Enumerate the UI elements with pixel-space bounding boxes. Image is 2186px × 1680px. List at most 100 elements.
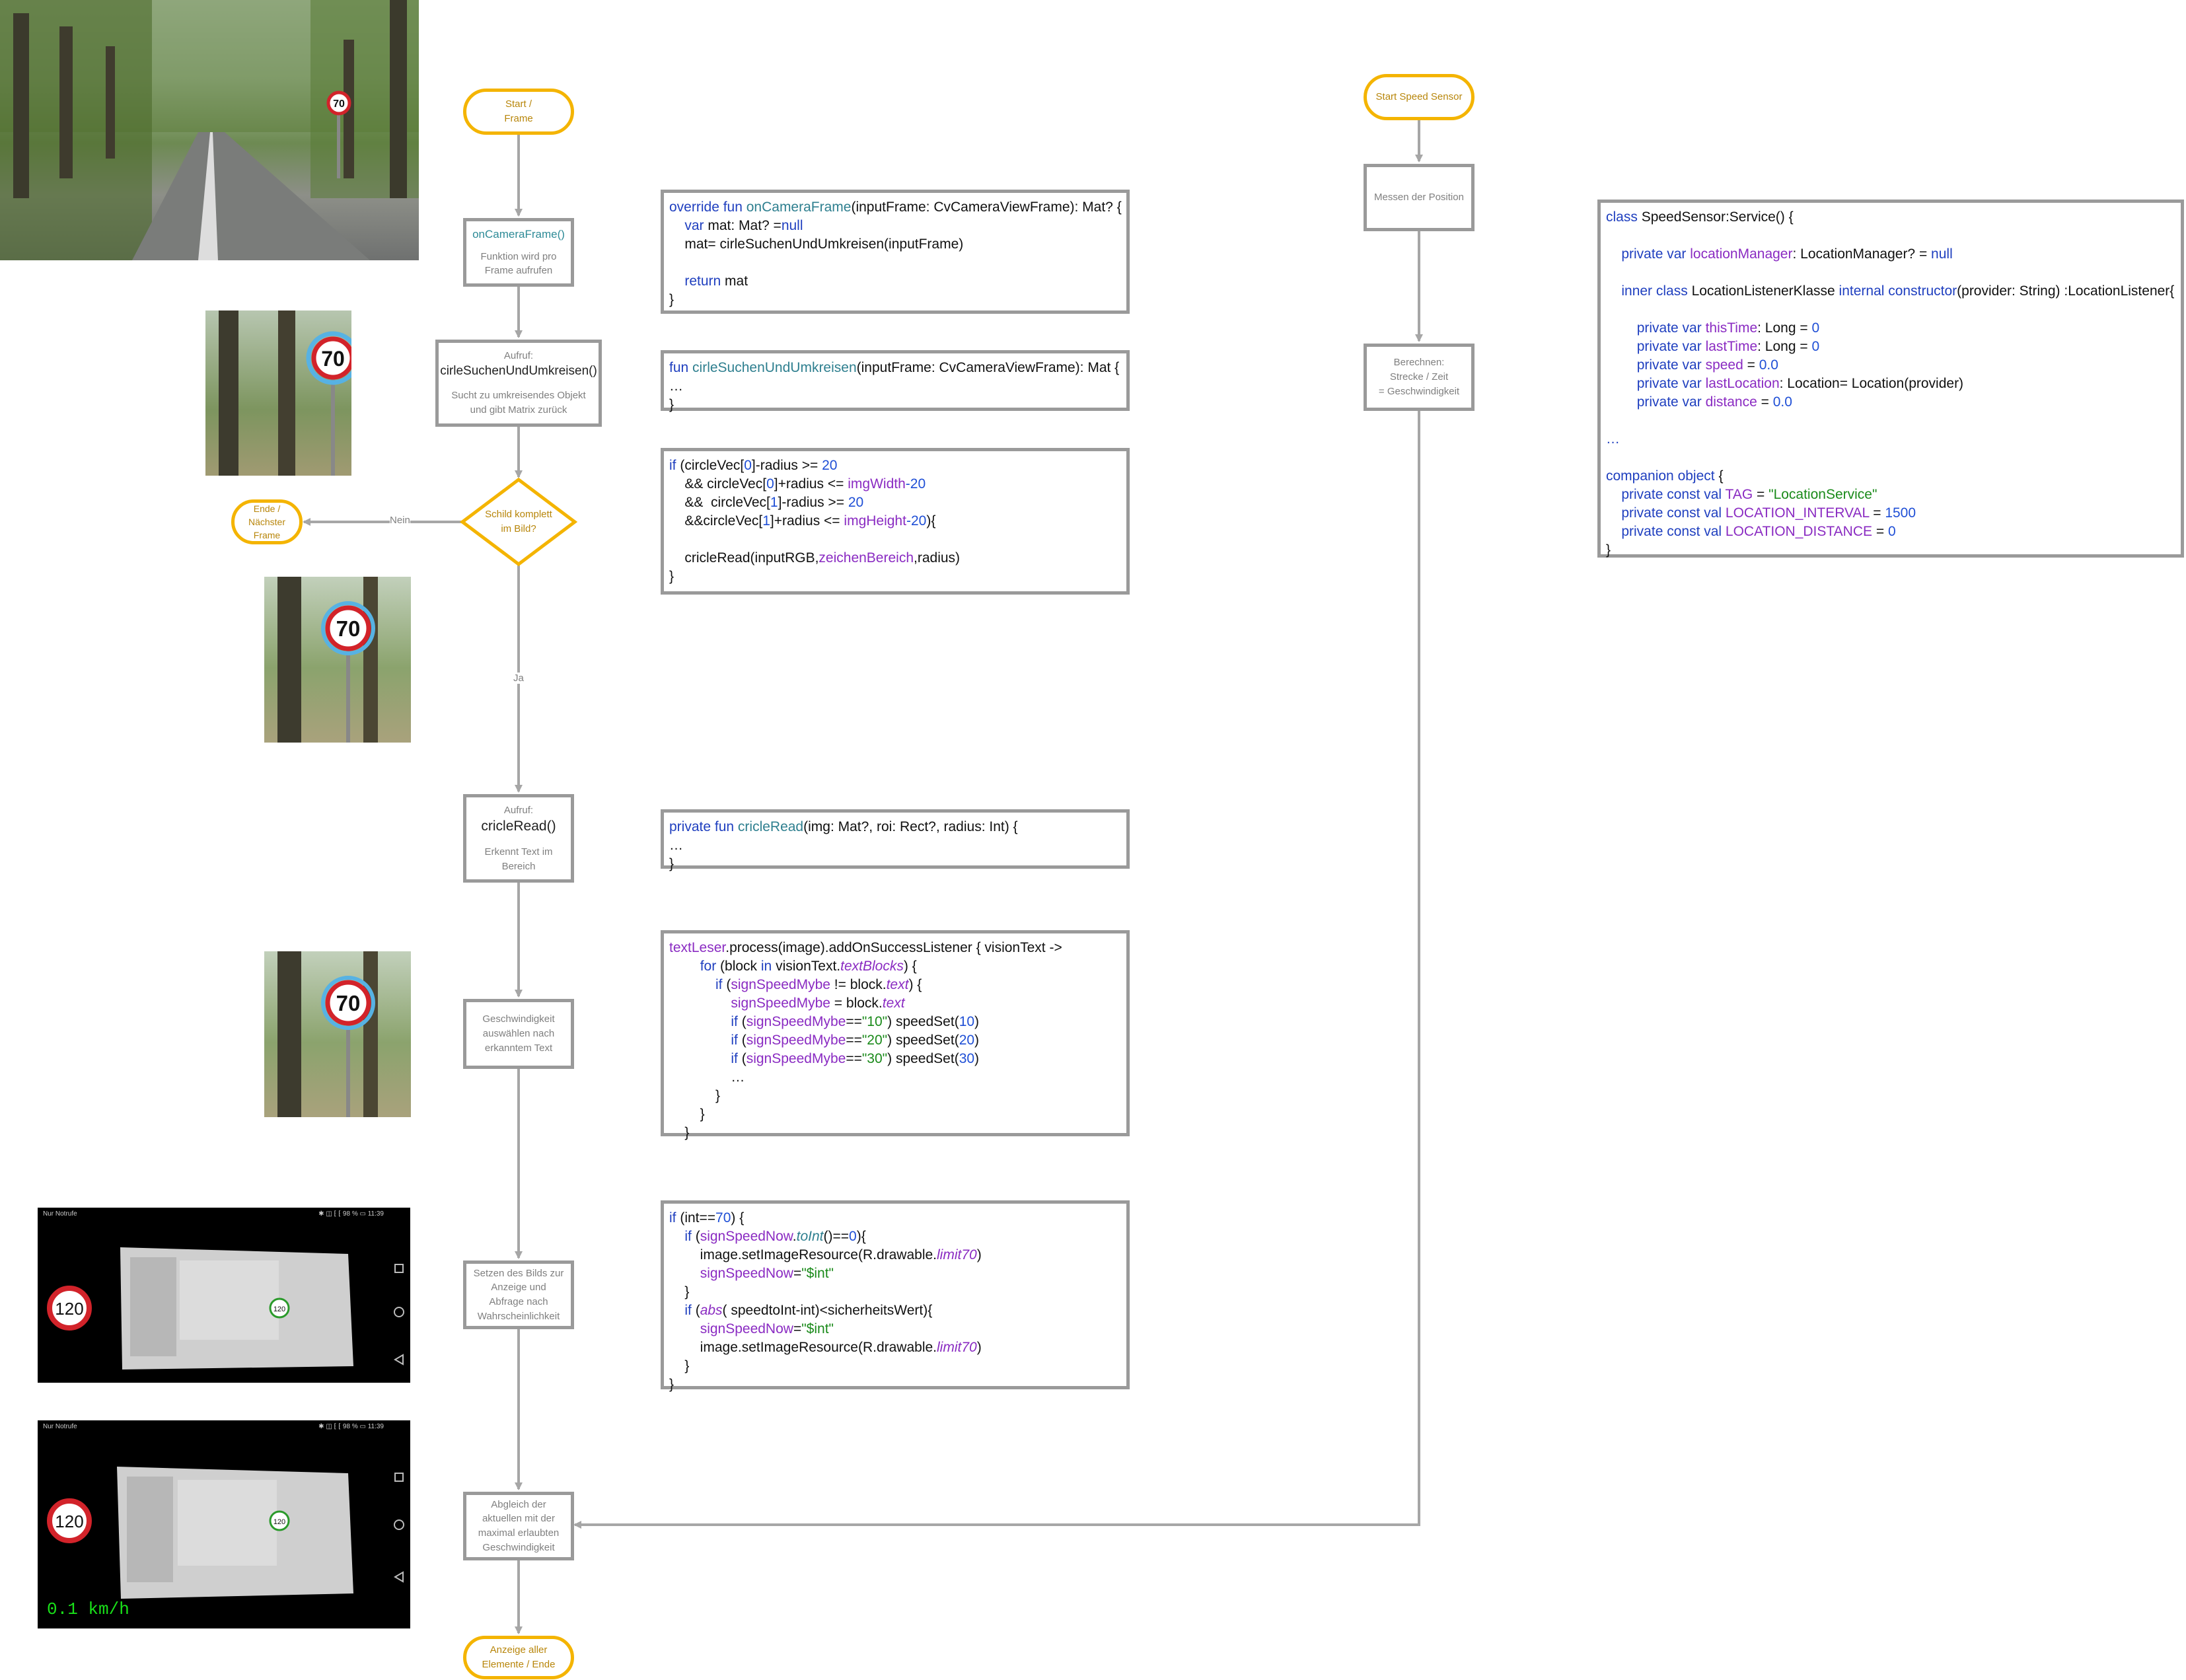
svg-text:70: 70 (336, 616, 361, 641)
code-token (669, 218, 684, 233)
code-token: -20 (906, 513, 927, 529)
code-token: textBlocks (840, 959, 904, 974)
code-token: } (669, 1358, 690, 1373)
code-token: if (731, 1014, 742, 1029)
code-line: } (669, 855, 1121, 873)
code-token: (block (720, 959, 761, 974)
code-token: visionText. (776, 959, 841, 974)
code-token: null (781, 218, 803, 233)
code-block-on-camera-frame: override fun onCameraFrame(inputFrame: C… (661, 190, 1130, 314)
code-token: (circleVec[ (680, 458, 745, 473)
code-token: if (669, 1210, 680, 1225)
code-token (1606, 505, 1621, 521)
set-image-label: Setzen des Bilds zur Anzeige und Abfrage… (473, 1267, 564, 1322)
code-token: = block. (834, 996, 883, 1011)
code-line: } (669, 396, 1121, 414)
code-token: ) (974, 1033, 980, 1048)
end-next-frame-label: Ende / Nächster Frame (248, 503, 286, 541)
code-token: signSpeedMybe (731, 977, 834, 992)
code-token: if (684, 1229, 696, 1244)
start-speed-sensor-terminal: Start Speed Sensor (1364, 74, 1475, 120)
code-token: : Long = (1757, 339, 1812, 354)
code-line: … (1606, 430, 2175, 449)
code-line: } (1606, 541, 2175, 560)
code-token: internal constructor (1839, 283, 1957, 299)
compute-speed-label: Berechnen: Strecke / Zeit = Geschwindigk… (1378, 357, 1460, 397)
phone-status-right: ✱ ◫ ⁅ ⁅ 98 % ▭ 11:39 (318, 1423, 384, 1430)
code-token: text (886, 977, 909, 992)
code-token: 0 (1887, 524, 1896, 539)
svg-text:70: 70 (336, 991, 361, 1015)
code-line: var mat: Mat? =null (669, 217, 1121, 235)
code-token: ) (926, 513, 931, 529)
code-line: if (signSpeedMybe=="20") speedSet(20) (669, 1031, 1121, 1050)
code-token: 0 (849, 1229, 857, 1244)
code-line (1606, 227, 2175, 245)
code-token: … (669, 838, 683, 853)
code-line: … (669, 377, 1121, 396)
code-line: if (signSpeedMybe != block.text) { (669, 976, 1121, 994)
code-token: -20 (905, 476, 926, 492)
circle-call-label: Aufruf: (503, 350, 534, 362)
code-token: imgHeight (844, 513, 906, 529)
code-line: } (669, 1375, 1121, 1394)
code-token: limit70 (937, 1340, 977, 1355)
code-line: private var lastLocation: Location= Loca… (1606, 375, 2175, 393)
code-line (1606, 412, 2175, 430)
measure-position-process: Messen der Position (1364, 164, 1475, 231)
code-token: speed (1705, 357, 1747, 373)
code-token: ){ (856, 1229, 866, 1244)
code-token: textLeser (669, 940, 726, 955)
code-token: signSpeedNow (700, 1266, 793, 1281)
code-token: } (669, 856, 674, 871)
code-token: ]-radius >= (751, 458, 822, 473)
decision-diamond (459, 477, 578, 567)
code-token (669, 1033, 731, 1048)
code-line (1606, 449, 2175, 467)
code-token (1606, 524, 1621, 539)
code-token: private var (1636, 339, 1706, 354)
code-block-speed-sensor: class SpeedSensor:Service() { private va… (1597, 200, 2184, 558)
compute-speed-process: Berechnen: Strecke / Zeit = Geschwindigk… (1364, 344, 1475, 411)
code-token: "$int" (801, 1266, 834, 1281)
code-line (669, 254, 1121, 272)
code-line: if (signSpeedMybe=="30") speedSet(30) (669, 1050, 1121, 1068)
code-line: } (669, 1357, 1121, 1375)
read-call-desc: Erkennt Text im Bereich (484, 846, 553, 872)
code-token: ) (974, 1051, 980, 1066)
code-token: { (1718, 468, 1724, 484)
code-token: 0 (766, 476, 774, 492)
code-block-set-image: if (int==70) { if (signSpeedNow.toInt()=… (661, 1200, 1130, 1392)
code-line: cricleRead(inputRGB,zeichenBereich,radiu… (669, 549, 1121, 567)
svg-text:70: 70 (321, 347, 345, 371)
code-token: 0.0 (1759, 357, 1778, 373)
code-line: private var lastTime: Long = 0 (1606, 338, 2175, 356)
edge-label-yes: Ja (513, 673, 524, 684)
code-token: } (669, 569, 674, 584)
code-token: private const val (1621, 505, 1726, 521)
code-line: inner class LocationListenerKlasse inter… (1606, 282, 2175, 301)
code-block-circle-search: fun cirleSuchenUndUmkreisen(inputFrame: … (661, 350, 1130, 414)
code-token: if (731, 1051, 742, 1066)
code-token: 20 (959, 1033, 975, 1048)
code-token: 0.0 (1772, 394, 1792, 410)
code-token: &&circleVec[ (669, 513, 763, 529)
code-token: mat= cirleSuchenUndUmkreisen(inputFrame) (669, 237, 964, 252)
code-token: SpeedSensor:Service() { (1641, 209, 1794, 225)
phone-screenshot-2: Nur Notrufe ✱ ◫ ⁅ ⁅ 98 % ▭ 11:39 120 120… (38, 1420, 410, 1628)
code-token: && circleVec[ (669, 495, 770, 510)
road-photo: 70 (0, 0, 419, 260)
code-token: LOCATION_DISTANCE (1725, 524, 1876, 539)
code-token: cirleSuchenUndUmkreisen (692, 360, 857, 375)
code-token: } (669, 397, 674, 412)
code-token: distance (1705, 394, 1761, 410)
code-token: 70 (715, 1210, 731, 1225)
code-token: onCameraFrame (746, 200, 852, 215)
code-token (1606, 487, 1621, 502)
code-line: signSpeedNow="$int" (669, 1320, 1121, 1338)
code-line: } (669, 1105, 1121, 1124)
code-line: … (669, 836, 1121, 855)
speed-readout: 0.1 km/h (47, 1599, 129, 1619)
svg-text:120: 120 (273, 1305, 285, 1313)
code-token: LOCATION_INTERVAL (1725, 505, 1874, 521)
